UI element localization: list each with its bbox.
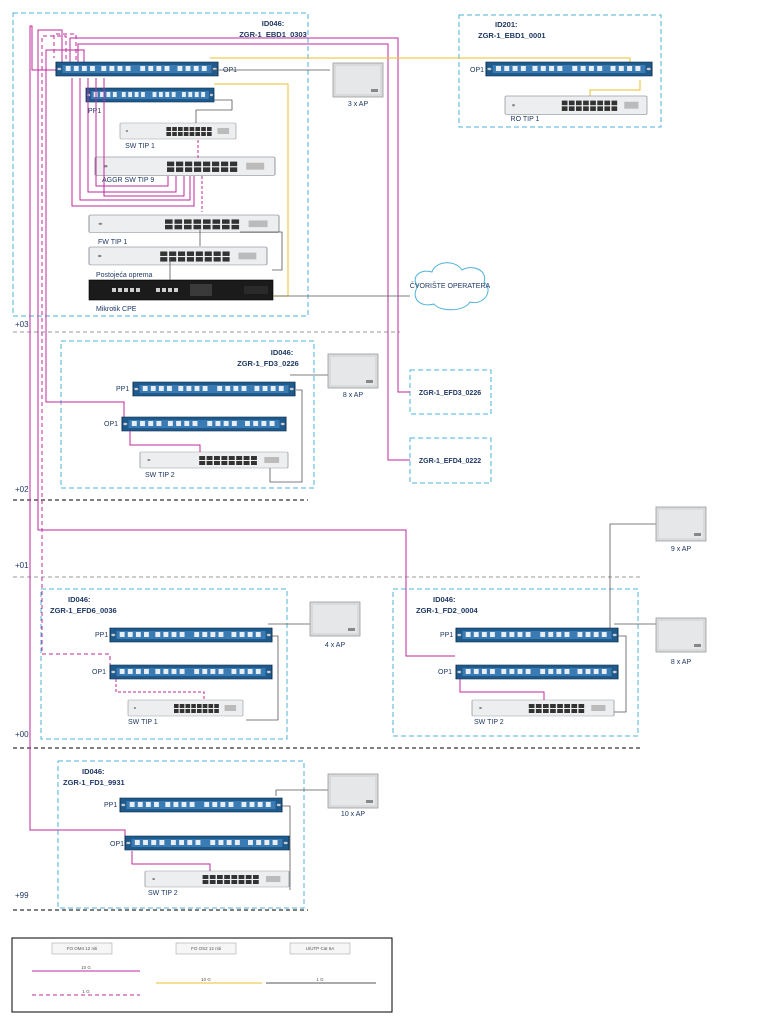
pp1-label-fd2: PP1 bbox=[440, 632, 453, 639]
zone-box-0303 bbox=[12, 12, 309, 317]
sw-tip2-fd3 bbox=[139, 451, 289, 469]
zone-fd1-id: ID046: bbox=[82, 767, 105, 776]
floor-label-00: +00 bbox=[15, 730, 29, 739]
op1-label-0303: OP1 bbox=[223, 67, 237, 74]
pp1-label-efd6: PP1 bbox=[95, 632, 108, 639]
pp1-fd2 bbox=[455, 627, 619, 643]
zone-0303-id: ID046: bbox=[262, 19, 285, 28]
aggr-switch bbox=[94, 156, 276, 177]
op1-0303 bbox=[55, 61, 219, 77]
zone-0001-id: ID201: bbox=[495, 20, 518, 29]
op1-label-efd6: OP1 bbox=[92, 669, 106, 676]
zone-fd1-name: ZGR-1_FD1_9931 bbox=[63, 778, 125, 787]
mikrotik-cpe bbox=[88, 279, 274, 301]
legend-cat-cat6: U/UTP Cat 6A bbox=[306, 946, 334, 951]
zone-efd3-name: ZGR-1_EFD3_0226 bbox=[419, 390, 481, 397]
op1-efd6 bbox=[109, 664, 273, 680]
op1-label-fd1: OP1 bbox=[110, 841, 124, 848]
op1-fd1 bbox=[124, 835, 290, 851]
ro-tip1-label: RO TIP 1 bbox=[511, 116, 540, 123]
ro-tip1 bbox=[504, 95, 648, 116]
existing-equipment bbox=[88, 246, 268, 266]
ap-label-4: 4 x AP bbox=[325, 642, 346, 649]
fw-tip1-label: FW TIP 1 bbox=[98, 239, 127, 246]
trunk-to-efd3 bbox=[69, 37, 410, 393]
zone-box-efd6 bbox=[40, 588, 288, 740]
ap-box-8-fd2 bbox=[655, 617, 707, 653]
sw-tip1-efd6 bbox=[127, 699, 244, 717]
cloud-label: ČVORIŠTE OPERATERA bbox=[410, 281, 491, 290]
ap-label-9: 9 x AP bbox=[671, 546, 692, 553]
pp1-label-0303: PP1 bbox=[88, 108, 101, 115]
trunk-to-fd1 bbox=[29, 25, 126, 843]
operator-node-cloud bbox=[414, 262, 489, 311]
op1-label-fd3: OP1 bbox=[104, 421, 118, 428]
zone-fd3-name: ZGR-1_FD3_0226 bbox=[237, 359, 299, 368]
floor-label-03: +03 bbox=[15, 320, 29, 329]
zone-efd4-name: ZGR-1_EFD4_0222 bbox=[419, 458, 481, 465]
pp1-efd6 bbox=[109, 627, 273, 643]
trunk-1g-0303 bbox=[53, 33, 77, 60]
legend-om4-10g-label: 10 G bbox=[81, 965, 91, 970]
zone-box-efd4 bbox=[409, 437, 492, 484]
sw-tip1-label-0303: SW TIP 1 bbox=[125, 143, 155, 150]
ap-box-4 bbox=[309, 601, 361, 637]
zone-box-fd2 bbox=[392, 588, 639, 737]
pp1-fd3 bbox=[132, 381, 296, 397]
trunk-to-fd2 bbox=[37, 29, 455, 657]
zone-0001-name: ZGR-1_EBD1_0001 bbox=[478, 31, 546, 40]
legend-cat6-1g-label: 1 G bbox=[316, 977, 324, 982]
mikrotik-label: Mikrotik CPE bbox=[96, 306, 137, 313]
op1-fd2 bbox=[455, 664, 619, 680]
op1-label-fd2: OP1 bbox=[438, 669, 452, 676]
ap-label-3: 3 x AP bbox=[348, 101, 369, 108]
trunk-1g-efd6 bbox=[41, 35, 111, 672]
ap-box-3 bbox=[332, 62, 384, 98]
zone-fd2-id: ID046: bbox=[433, 595, 456, 604]
sw-tip2-label-fd3: SW TIP 2 bbox=[145, 472, 175, 479]
sw-tip2-fd1 bbox=[144, 870, 290, 888]
ap-label-8-fd2: 8 x AP bbox=[671, 659, 692, 666]
sw-tip2-label-fd2: SW TIP 2 bbox=[474, 719, 504, 726]
zone-fd3-id: ID046: bbox=[271, 348, 294, 357]
ap-box-10 bbox=[327, 773, 379, 809]
op1-label-0001: OP1 bbox=[470, 67, 484, 74]
legend-categories bbox=[51, 942, 351, 955]
zone-box-0001 bbox=[458, 14, 662, 128]
zone-efd6-name: ZGR-1_EFD6_0036 bbox=[50, 606, 117, 615]
floor-label-02: +02 bbox=[15, 485, 29, 494]
ap-box-9 bbox=[655, 506, 707, 542]
sw-tip2-fd2 bbox=[471, 699, 615, 717]
zone-box-fd1 bbox=[57, 760, 305, 909]
trunk-to-efd4 bbox=[77, 43, 410, 461]
sw-tip1-label-efd6: SW TIP 1 bbox=[128, 719, 158, 726]
legend-os2-10g-label: 10 G bbox=[201, 977, 211, 982]
sw-tip1-0303 bbox=[119, 122, 237, 140]
pp1-label-fd1: PP1 bbox=[104, 802, 117, 809]
zone-efd6-id: ID046: bbox=[68, 595, 91, 604]
op1-fd3 bbox=[121, 416, 287, 432]
legend-om4-1g-label: 1 G bbox=[82, 989, 90, 994]
floor-label-99: +99 bbox=[15, 891, 29, 900]
trunk-to-fd3 bbox=[45, 49, 125, 423]
legend-cat-om4: FO OM4 12 niti bbox=[67, 946, 98, 951]
aggr-switch-label: AGGR SW TIP 9 bbox=[102, 177, 154, 184]
floor-label-01: +01 bbox=[15, 561, 29, 570]
existing-equipment-label: Postojeća oprema bbox=[96, 272, 153, 279]
zone-fd2-name: ZGR-1_FD2_0004 bbox=[416, 606, 479, 615]
ap-label-8-fd3: 8 x AP bbox=[343, 392, 364, 399]
op1-0001 bbox=[485, 61, 653, 77]
ap-label-10: 10 x AP bbox=[341, 811, 365, 818]
pp1-fd1 bbox=[119, 797, 283, 813]
zone-0303-name: ZGR-1_EBD1_0303 bbox=[239, 30, 307, 39]
sw-tip2-label-fd1: SW TIP 2 bbox=[148, 890, 178, 897]
legend-cat-os2: FO OS2 12 niti bbox=[191, 946, 221, 951]
fw-tip1 bbox=[88, 214, 280, 234]
ap-box-8-fd3 bbox=[327, 353, 379, 389]
os2-to-ro bbox=[210, 57, 631, 62]
pp1-0303 bbox=[85, 87, 215, 103]
pp1-label-fd3: PP1 bbox=[116, 386, 129, 393]
